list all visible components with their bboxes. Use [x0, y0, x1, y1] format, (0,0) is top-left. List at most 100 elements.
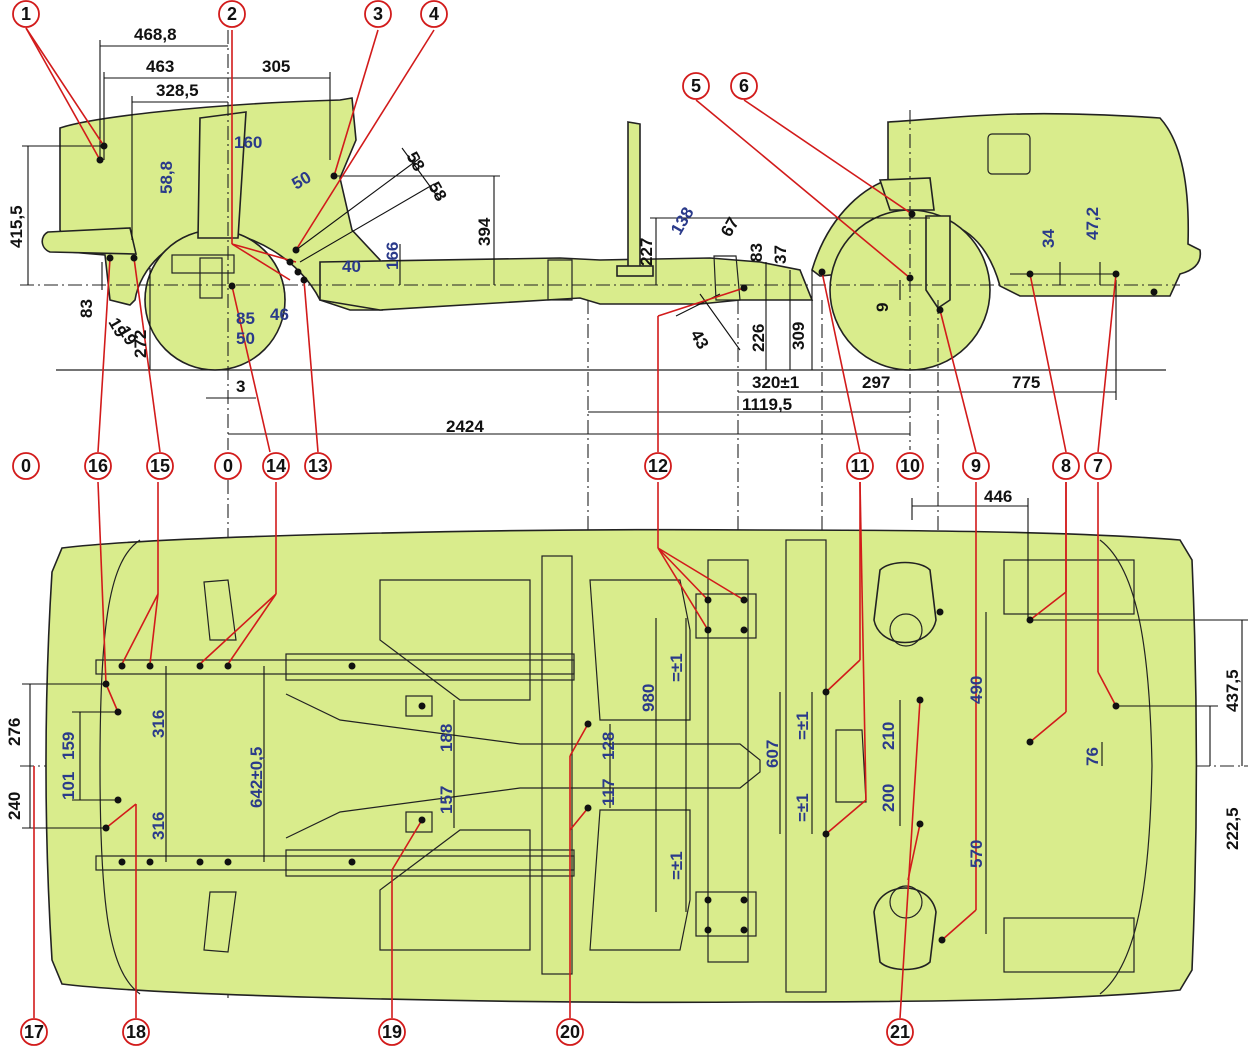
center-crossmember	[541, 555, 573, 975]
bottom-view	[45, 528, 1198, 1004]
dim-642: 642±0,5	[247, 747, 266, 808]
callout-5: 5	[682, 72, 710, 100]
dim-316-lower: 316	[149, 812, 168, 840]
callout-label: 15	[150, 456, 170, 476]
dimension-labels: 468,8 463 305 328,5 415,5 394 227 83 37 …	[5, 25, 1242, 850]
callout-circle	[262, 452, 290, 480]
dim-394: 394	[475, 217, 494, 246]
front-mount	[171, 254, 235, 274]
dim-128: 128	[599, 732, 618, 760]
rear-bracket	[925, 215, 951, 310]
dim-43: 43	[687, 327, 713, 353]
reference-points	[96, 142, 1158, 944]
dim-222: 222,5	[1223, 807, 1242, 850]
dim-58-a: 58	[403, 149, 429, 175]
dim-83-left: 83	[77, 299, 96, 318]
bottom-callout-17: 17	[20, 1018, 48, 1046]
rear-strut	[878, 177, 935, 211]
floor-pan-2	[379, 829, 531, 951]
callout-label: 8	[1061, 456, 1071, 476]
dim-316-upper: 316	[149, 710, 168, 738]
bottom-callout-19: 19	[378, 1018, 406, 1046]
post-foot	[616, 265, 654, 277]
callout-circle	[20, 1018, 48, 1046]
dim-138: 138	[667, 204, 698, 238]
callout-circle	[364, 0, 392, 28]
dim-101: 101	[59, 772, 78, 800]
dim-607: 607	[763, 740, 782, 768]
dim-210: 210	[879, 722, 898, 750]
callout-label: 13	[308, 456, 328, 476]
rear-panel-2	[1003, 917, 1135, 973]
dim-463: 463	[146, 57, 174, 76]
dim-2424: 2424	[446, 417, 484, 436]
bracket-upper	[695, 593, 757, 639]
dim-328: 328,5	[156, 81, 199, 100]
dim-446: 446	[984, 487, 1012, 506]
callout-circle	[304, 452, 332, 480]
callout-label: 0	[223, 456, 233, 476]
callout-6: 6	[730, 72, 758, 100]
dim-980: 980	[639, 684, 658, 712]
dim-200: 200	[879, 784, 898, 812]
dim-226: 226	[749, 324, 768, 352]
callout-circle	[12, 0, 40, 28]
dim-159: 159	[59, 732, 78, 760]
callout-circle	[1052, 452, 1080, 480]
dim-58-b: 58	[425, 179, 451, 205]
callout-circle	[846, 452, 874, 480]
callout-label: 1	[21, 4, 31, 24]
dim-437: 437,5	[1223, 669, 1242, 712]
floor-pan-4	[589, 809, 691, 951]
callout-4: 4	[420, 0, 448, 28]
callout-label: 2	[227, 4, 237, 24]
front-mount-2	[199, 257, 223, 299]
dim-eq-2: =±1	[667, 851, 686, 880]
dim-305: 305	[262, 57, 290, 76]
callout-label: 20	[560, 1022, 580, 1042]
dim-117: 117	[599, 779, 618, 806]
dim-40: 40	[342, 257, 361, 276]
sill-bracket	[713, 255, 741, 301]
ref-callout-15: 15	[146, 452, 174, 480]
callout-label: 16	[88, 456, 108, 476]
ref-callout-8: 8	[1052, 452, 1080, 480]
bottom-dimension-lines	[22, 498, 1248, 934]
callout-circle	[682, 72, 710, 100]
side-view	[41, 97, 1202, 371]
floor-pan-1	[379, 579, 531, 701]
callout-3: 3	[364, 0, 392, 28]
dim-83-right: 83	[747, 243, 766, 262]
ref-callout-0: 0	[214, 452, 242, 480]
seat-mount-1	[405, 695, 433, 717]
dim-eq-1: =±1	[667, 653, 686, 682]
bottom-callout-21: 21	[886, 1018, 914, 1046]
ref-callout-12: 12	[644, 452, 672, 480]
callout-circle	[896, 452, 924, 480]
dim-468: 468,8	[134, 25, 177, 44]
dim-240: 240	[5, 792, 24, 820]
seat-mount-2	[405, 811, 433, 833]
rear-crossmember	[707, 559, 749, 963]
dim-76: 76	[1083, 747, 1102, 766]
dim-50-bottom: 50	[236, 329, 255, 348]
callout-label: 7	[1093, 456, 1103, 476]
side-front-bumper	[41, 227, 138, 255]
callout-circle	[12, 452, 40, 480]
callout-circle	[886, 1018, 914, 1046]
ref-callout-7: 7	[1084, 452, 1112, 480]
rail-left-inner	[285, 653, 575, 681]
front-arm-2	[203, 891, 237, 953]
bottom-callout-18: 18	[122, 1018, 150, 1046]
side-pillar	[197, 111, 247, 239]
callout-label: 14	[266, 456, 286, 476]
callout-circle	[962, 452, 990, 480]
ref-callout-13: 13	[304, 452, 332, 480]
dim-272: 272	[131, 330, 150, 358]
dim-490: 490	[967, 676, 986, 704]
callout-1: 1	[12, 0, 40, 28]
callout-circle	[730, 72, 758, 100]
callout-label: 19	[382, 1022, 402, 1042]
